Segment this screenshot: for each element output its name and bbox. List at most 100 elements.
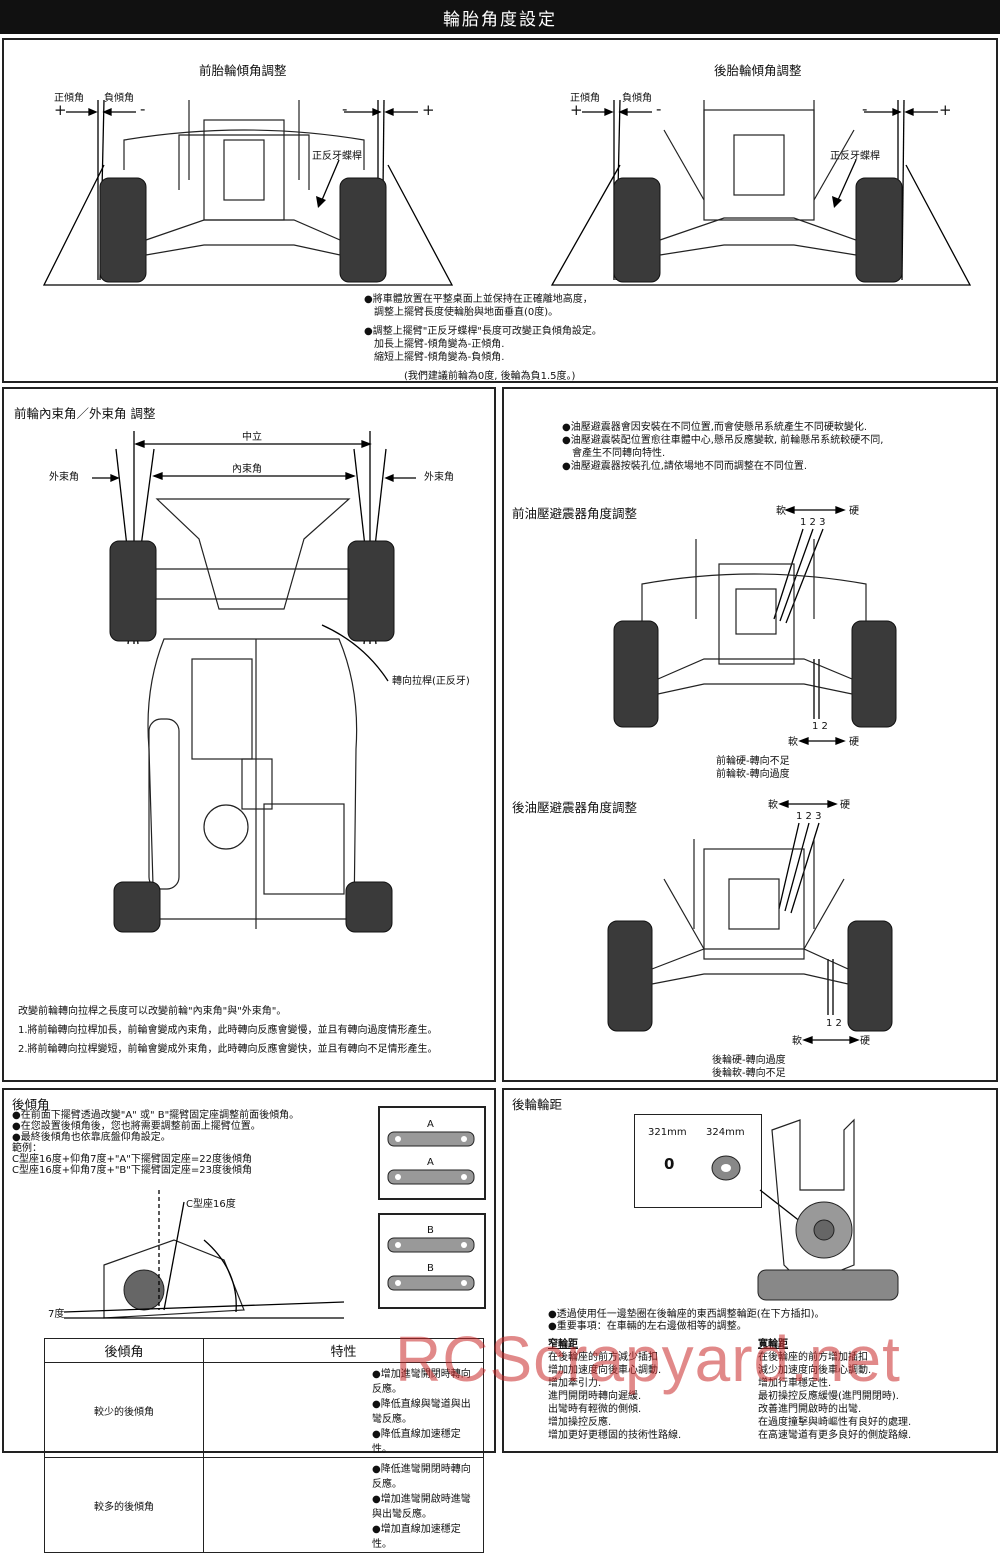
page-title-bar: 輪胎角度設定	[0, 0, 1000, 34]
camber-note-6: (我們建議前輪為0度, 後輪為負1.5度。)	[404, 371, 576, 382]
narrow-item-3: 增加牽引力.	[548, 1378, 602, 1389]
table-row: 較多的後傾角 ●降低進彎開閉時轉向反應。 ●增加進彎開啟時進彎與出彎反應。 ●增…	[44, 1457, 484, 1553]
caster-title: 後傾角	[12, 1097, 50, 1112]
narrow-item-4: 進門開閉時轉向遲緩.	[548, 1391, 642, 1402]
narrow-track-title: 窄輪距	[548, 1339, 578, 1350]
toe-out-left-label: 外束角	[49, 472, 79, 483]
toe-out-right-label: 外束角	[424, 472, 454, 483]
narrow-item-5: 出彎時有輕微的側傾.	[548, 1404, 642, 1415]
shock-note-2: ●油壓避震裝配位置愈往車體中心,懸吊反應變軟, 前輪懸吊系統較硬不同,	[562, 435, 884, 446]
rear-holes-bottom: 1 2	[826, 1018, 842, 1029]
front-result-2: 前輪軟-轉向過度	[716, 769, 790, 780]
c-mount-label: C型座16度	[186, 1199, 236, 1210]
mount-b-label-2: B	[427, 1263, 434, 1274]
track-note-1: ●透過使用任一邊墊圈在後輪座的東西調整輪距(在下方插扣)。	[548, 1309, 825, 1320]
wide-item-5: 改善進門開啟時的出彎.	[758, 1404, 862, 1415]
caster-note-4: 範例：	[12, 1143, 42, 1154]
front-plus-sign: +	[54, 101, 67, 119]
mount-a-label-1: A	[427, 1119, 434, 1130]
front-turnbuckle-label: 正反牙蝶桿	[312, 151, 362, 162]
track-dim-a: 321mm	[648, 1127, 687, 1138]
rear-shock-title: 後油壓避震器角度調整	[512, 800, 638, 815]
front-minus-sign: -	[140, 100, 146, 118]
caster-diagram	[63, 1131, 475, 1319]
toe-note-2: 1.將前輪轉向拉桿加長，前輪會變成內束角，此時轉向反應會變慢，並且有轉向過度情形…	[18, 1025, 438, 1036]
rear-car-illustration	[613, 100, 903, 283]
toe-title: 前輪內束角／外束角 調整	[14, 406, 156, 421]
spacer-count: 0	[664, 1155, 675, 1173]
track-dim-b: 324mm	[706, 1127, 745, 1138]
wide-item-7: 在高速彎道有更多良好的側旋路線.	[758, 1430, 912, 1441]
camber-panel: 前胎輪傾角調整 後胎輪傾角調整 正傾角 負傾角 + - - + 正反牙蝶桿 正傾…	[2, 38, 998, 383]
steering-link-label: 轉向拉桿(正反牙)	[392, 676, 470, 687]
narrow-item-1: 在後輪座的前方減少插扣	[548, 1352, 658, 1363]
caster-note-6: C型座16度+仰角7度+"B"下擺臂固定座=23度後傾角	[12, 1165, 252, 1176]
camber-notes: ●將車體放置在平整桌面上並保持在正確離地高度， 調整上擺臂長度使輪胎與地面垂直(…	[364, 293, 602, 383]
camber-note-1: ●將車體放置在平整桌面上並保持在正確離地高度，	[364, 294, 593, 305]
front-hard-bottom: 硬	[849, 737, 859, 748]
rear-negative-label: 負傾角	[622, 93, 652, 104]
caster-row-2-item-2: ●增加進彎開啟時進彎與出彎反應。	[372, 1494, 471, 1520]
wide-item-1: 在後輪座的前方增加插扣	[758, 1352, 868, 1363]
caster-note-1: ●在前面下擺臂透過改變"A" 或" B"擺臂固定座調整前面後傾角。	[12, 1110, 300, 1121]
mount-parts	[387, 1131, 475, 1291]
front-shock-car	[613, 539, 897, 728]
caster-note-3: ●最終後傾角也依靠底盤仰角設定。	[12, 1132, 171, 1143]
wide-item-6: 在過度撞擊與崎嶇性有良好的處理.	[758, 1417, 912, 1428]
rear-camber-title: 後胎輪傾角調整	[714, 63, 802, 78]
caster-table-head-1: 後傾角	[44, 1338, 204, 1363]
rear-minus-sign: -	[656, 100, 662, 118]
front-soft-bottom: 軟	[788, 737, 798, 748]
rear-hard-bottom: 硬	[860, 1036, 870, 1047]
table-row: 較少的後傾角 ●增加進彎開閉時轉向反應。 ●降低直線與彎道與出彎反應。 ●降低直…	[44, 1362, 484, 1458]
rear-soft-top: 軟	[768, 800, 778, 811]
caster-panel: 後傾角 ●在前面下擺臂透過改變"A" 或" B"擺臂固定座調整前面後傾角。 ●在…	[2, 1088, 496, 1553]
rear-positive-label: 正傾角	[570, 93, 600, 104]
caster-row-1-item-2: ●降低直線與彎道與出彎反應。	[372, 1399, 471, 1425]
hub-carrier	[757, 1118, 899, 1301]
mount-a-box	[378, 1106, 486, 1200]
narrow-item-2: 增加加速度向後車心調動.	[548, 1365, 662, 1376]
track-title: 後輪輪距	[512, 1097, 563, 1112]
caster-row-1-name: 較少的後傾角	[44, 1362, 204, 1458]
caster-note-2: ●在您設置後傾角後，您也將需要調整前面上擺臂位置。	[12, 1121, 261, 1132]
toe-neutral-label: 中立	[242, 432, 262, 443]
caster-row-2-item-3: ●增加直線加速穩定性。	[372, 1524, 461, 1550]
rear-holes-top: 1 2 3	[796, 811, 822, 822]
front-soft-top: 軟	[776, 506, 786, 517]
shock-panel: ●油壓避震器會因安裝在不同位置,而會使懸吊系統產生不同硬軟變化. ●油壓避震裝配…	[502, 387, 998, 1082]
shock-note-4: ●油壓避震器按裝孔位,請依場地不同而調整在不同位置.	[562, 461, 808, 472]
mount-a-label-2: A	[427, 1157, 434, 1168]
front-shock-title: 前油壓避震器角度調整	[512, 506, 638, 521]
narrow-track-block: 窄輪距 在後輪座的前方減少插扣 增加加速度向後車心調動. 增加牽引力. 進門開閉…	[548, 1338, 681, 1442]
wide-track-block: 寬輪距 在後輪座的前方增加插扣 減少加速度向後車心調動. 增加行車穩定性. 最初…	[758, 1338, 911, 1442]
rear-soft-bottom: 軟	[792, 1036, 802, 1047]
page-title: 輪胎角度設定	[443, 9, 557, 30]
shock-notes: ●油壓避震器會因安裝在不同位置,而會使懸吊系統產生不同硬軟變化. ●油壓避震裝配…	[562, 421, 883, 473]
front-holes-bottom: 1 2	[812, 721, 828, 732]
front-shock-arrows	[773, 506, 846, 745]
rear-hard-top: 硬	[840, 800, 850, 811]
camber-note-5: 縮短上擺臂-傾角變為-負傾角.	[374, 352, 505, 363]
shock-diagram	[607, 506, 897, 1044]
caster-row-1-item-1: ●增加進彎開閉時轉向反應。	[372, 1369, 471, 1395]
mount-b-box	[378, 1213, 486, 1309]
rear-plus-sign-right: +	[939, 101, 952, 119]
caster-row-1-item-3: ●降低直線加速穩定性。	[372, 1429, 461, 1455]
wide-track-title: 寬輪距	[758, 1339, 788, 1350]
kick-angle-label: 7度	[48, 1309, 65, 1320]
toe-in-label: 內束角	[232, 464, 262, 475]
caster-note-5: C型座16度+仰角7度+"A"下擺臂固定座=22度後傾角	[12, 1154, 252, 1165]
rear-shock-car	[607, 839, 893, 1032]
front-hard-top: 硬	[849, 506, 859, 517]
front-positive-label: 正傾角	[54, 93, 84, 104]
toe-panel: 前輪內束角／外束角 調整 中立 內束角 外束角 外束角 轉向拉桿(正反牙)	[2, 387, 496, 1082]
narrow-item-6: 增加操控反應.	[548, 1417, 612, 1428]
camber-note-3: ●調整上擺臂"正反牙蝶桿"長度可改變正負傾角設定。	[364, 326, 602, 337]
track-diagram	[711, 1118, 899, 1301]
shock-note-3: 會產生不同轉向特性.	[572, 448, 666, 459]
front-car-illustration	[99, 100, 387, 283]
toe-diagram	[92, 431, 416, 933]
front-camber-title: 前胎輪傾角調整	[199, 63, 287, 78]
rear-result-2: 後輪軟-轉向不足	[712, 1068, 786, 1079]
